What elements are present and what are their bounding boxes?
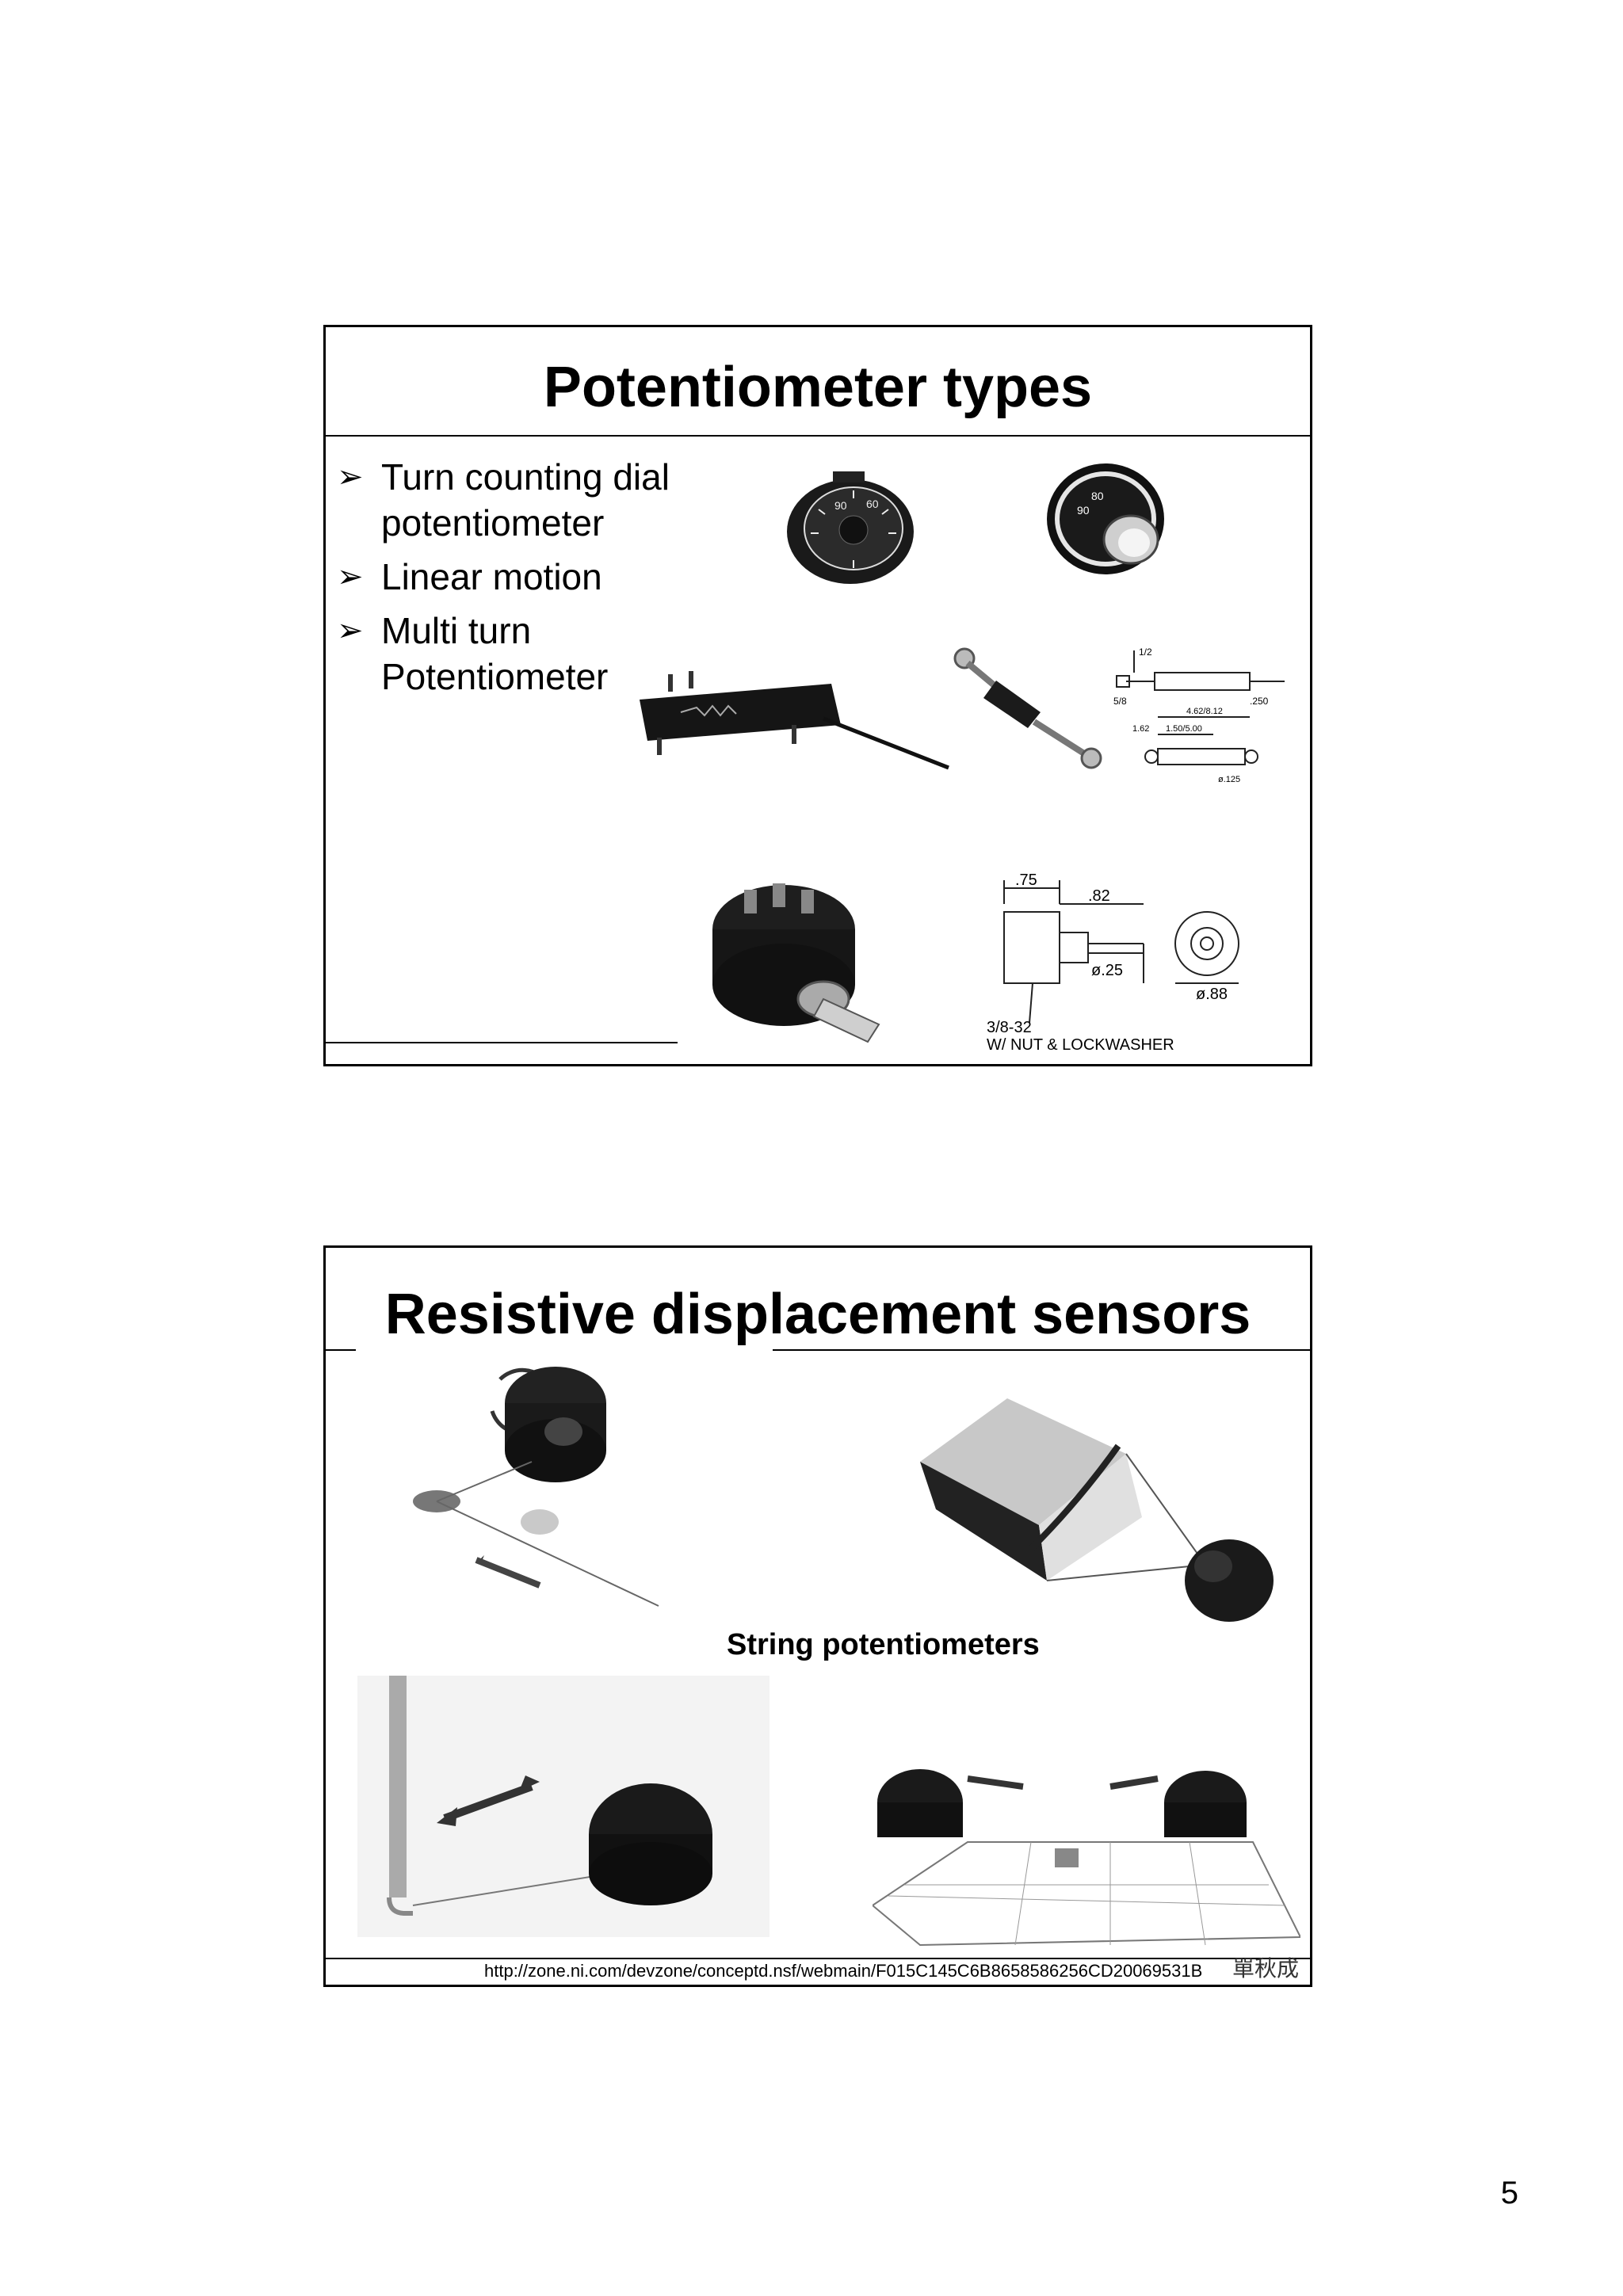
bullet-list: ➢Turn counting dial potentiometer ➢Linea… bbox=[337, 454, 730, 707]
svg-text:80: 80 bbox=[1091, 490, 1104, 502]
linear-pot-dimension-drawing: 1/2 5/8 .250 4.62/8.12 1.62 1.50/5.00 ø.… bbox=[1113, 646, 1285, 784]
svg-text:.82: .82 bbox=[1088, 887, 1110, 905]
footer-rule bbox=[326, 1958, 1310, 1959]
turn-counting-dial-photo-1: 90 60 bbox=[787, 471, 914, 584]
turn-counting-dial-photo-2: 80 90 bbox=[1047, 463, 1164, 574]
footer-rule bbox=[326, 1042, 678, 1043]
svg-text:5/8: 5/8 bbox=[1113, 696, 1127, 707]
svg-text:4.62/8.12: 4.62/8.12 bbox=[1186, 707, 1223, 716]
title-rule bbox=[326, 435, 1310, 437]
source-url: http://zone.ni.com/devzone/conceptd.nsf/… bbox=[484, 1961, 1203, 1981]
arrow-bullet-icon: ➢ bbox=[337, 559, 364, 594]
svg-text:ø.88: ø.88 bbox=[1196, 986, 1228, 1003]
slide-title: Resistive displacement sensors bbox=[384, 1283, 1251, 1346]
svg-text:.250: .250 bbox=[1250, 696, 1269, 707]
bullet-item: ➢Multi turn Potentiometer bbox=[337, 608, 730, 700]
svg-text:3/8-32: 3/8-32 bbox=[987, 1019, 1032, 1036]
linear-motion-potentiometer-photo-1 bbox=[640, 671, 949, 770]
slide-title: Potentiometer types bbox=[543, 356, 1093, 419]
svg-text:.75: .75 bbox=[1015, 871, 1037, 889]
arrow-bullet-icon: ➢ bbox=[337, 460, 364, 494]
page-number: 5 bbox=[1500, 2176, 1518, 2210]
figure-caption: String potentiometers bbox=[727, 1628, 1040, 1661]
arrow-bullet-icon: ➢ bbox=[337, 613, 364, 648]
string-potentiometer-box-illustration bbox=[920, 1398, 1274, 1622]
svg-text:90: 90 bbox=[834, 499, 847, 512]
svg-text:60: 60 bbox=[866, 498, 879, 510]
title-rule-right bbox=[773, 1349, 1310, 1351]
svg-text:ø.25: ø.25 bbox=[1091, 962, 1123, 979]
bullet-item: ➢Turn counting dial potentiometer bbox=[337, 454, 730, 546]
bullet-item: ➢Linear motion bbox=[337, 554, 730, 600]
svg-text:W/ NUT & LOCKWASHER: W/ NUT & LOCKWASHER bbox=[987, 1036, 1174, 1054]
slide-resistive-displacement-sensors: Resistive displacement sensors String po… bbox=[323, 1245, 1312, 1987]
string-potentiometer-exploded-illustration bbox=[413, 1367, 659, 1607]
slide-potentiometer-types: Potentiometer types ➢Turn counting dial … bbox=[323, 325, 1312, 1066]
svg-text:1.50/5.00: 1.50/5.00 bbox=[1166, 724, 1202, 734]
string-potentiometer-rod-illustration bbox=[357, 1676, 769, 1937]
linear-motion-potentiometer-photo-2 bbox=[953, 647, 1102, 769]
svg-text:90: 90 bbox=[1077, 504, 1090, 517]
svg-text:1/2: 1/2 bbox=[1139, 646, 1152, 658]
string-potentiometer-xy-grid-illustration bbox=[873, 1769, 1300, 1947]
multi-turn-pot-dimension-drawing: .75 .82 ø.25 ø.88 3/8-32 W/ NUT & LOCKWA… bbox=[987, 871, 1239, 1054]
title-rule-left bbox=[326, 1349, 356, 1351]
svg-text:1.62: 1.62 bbox=[1132, 724, 1149, 734]
author-name: 單秋成 bbox=[1232, 1956, 1299, 1981]
svg-text:ø.125: ø.125 bbox=[1218, 775, 1240, 784]
multi-turn-potentiometer-photo bbox=[712, 883, 880, 1043]
